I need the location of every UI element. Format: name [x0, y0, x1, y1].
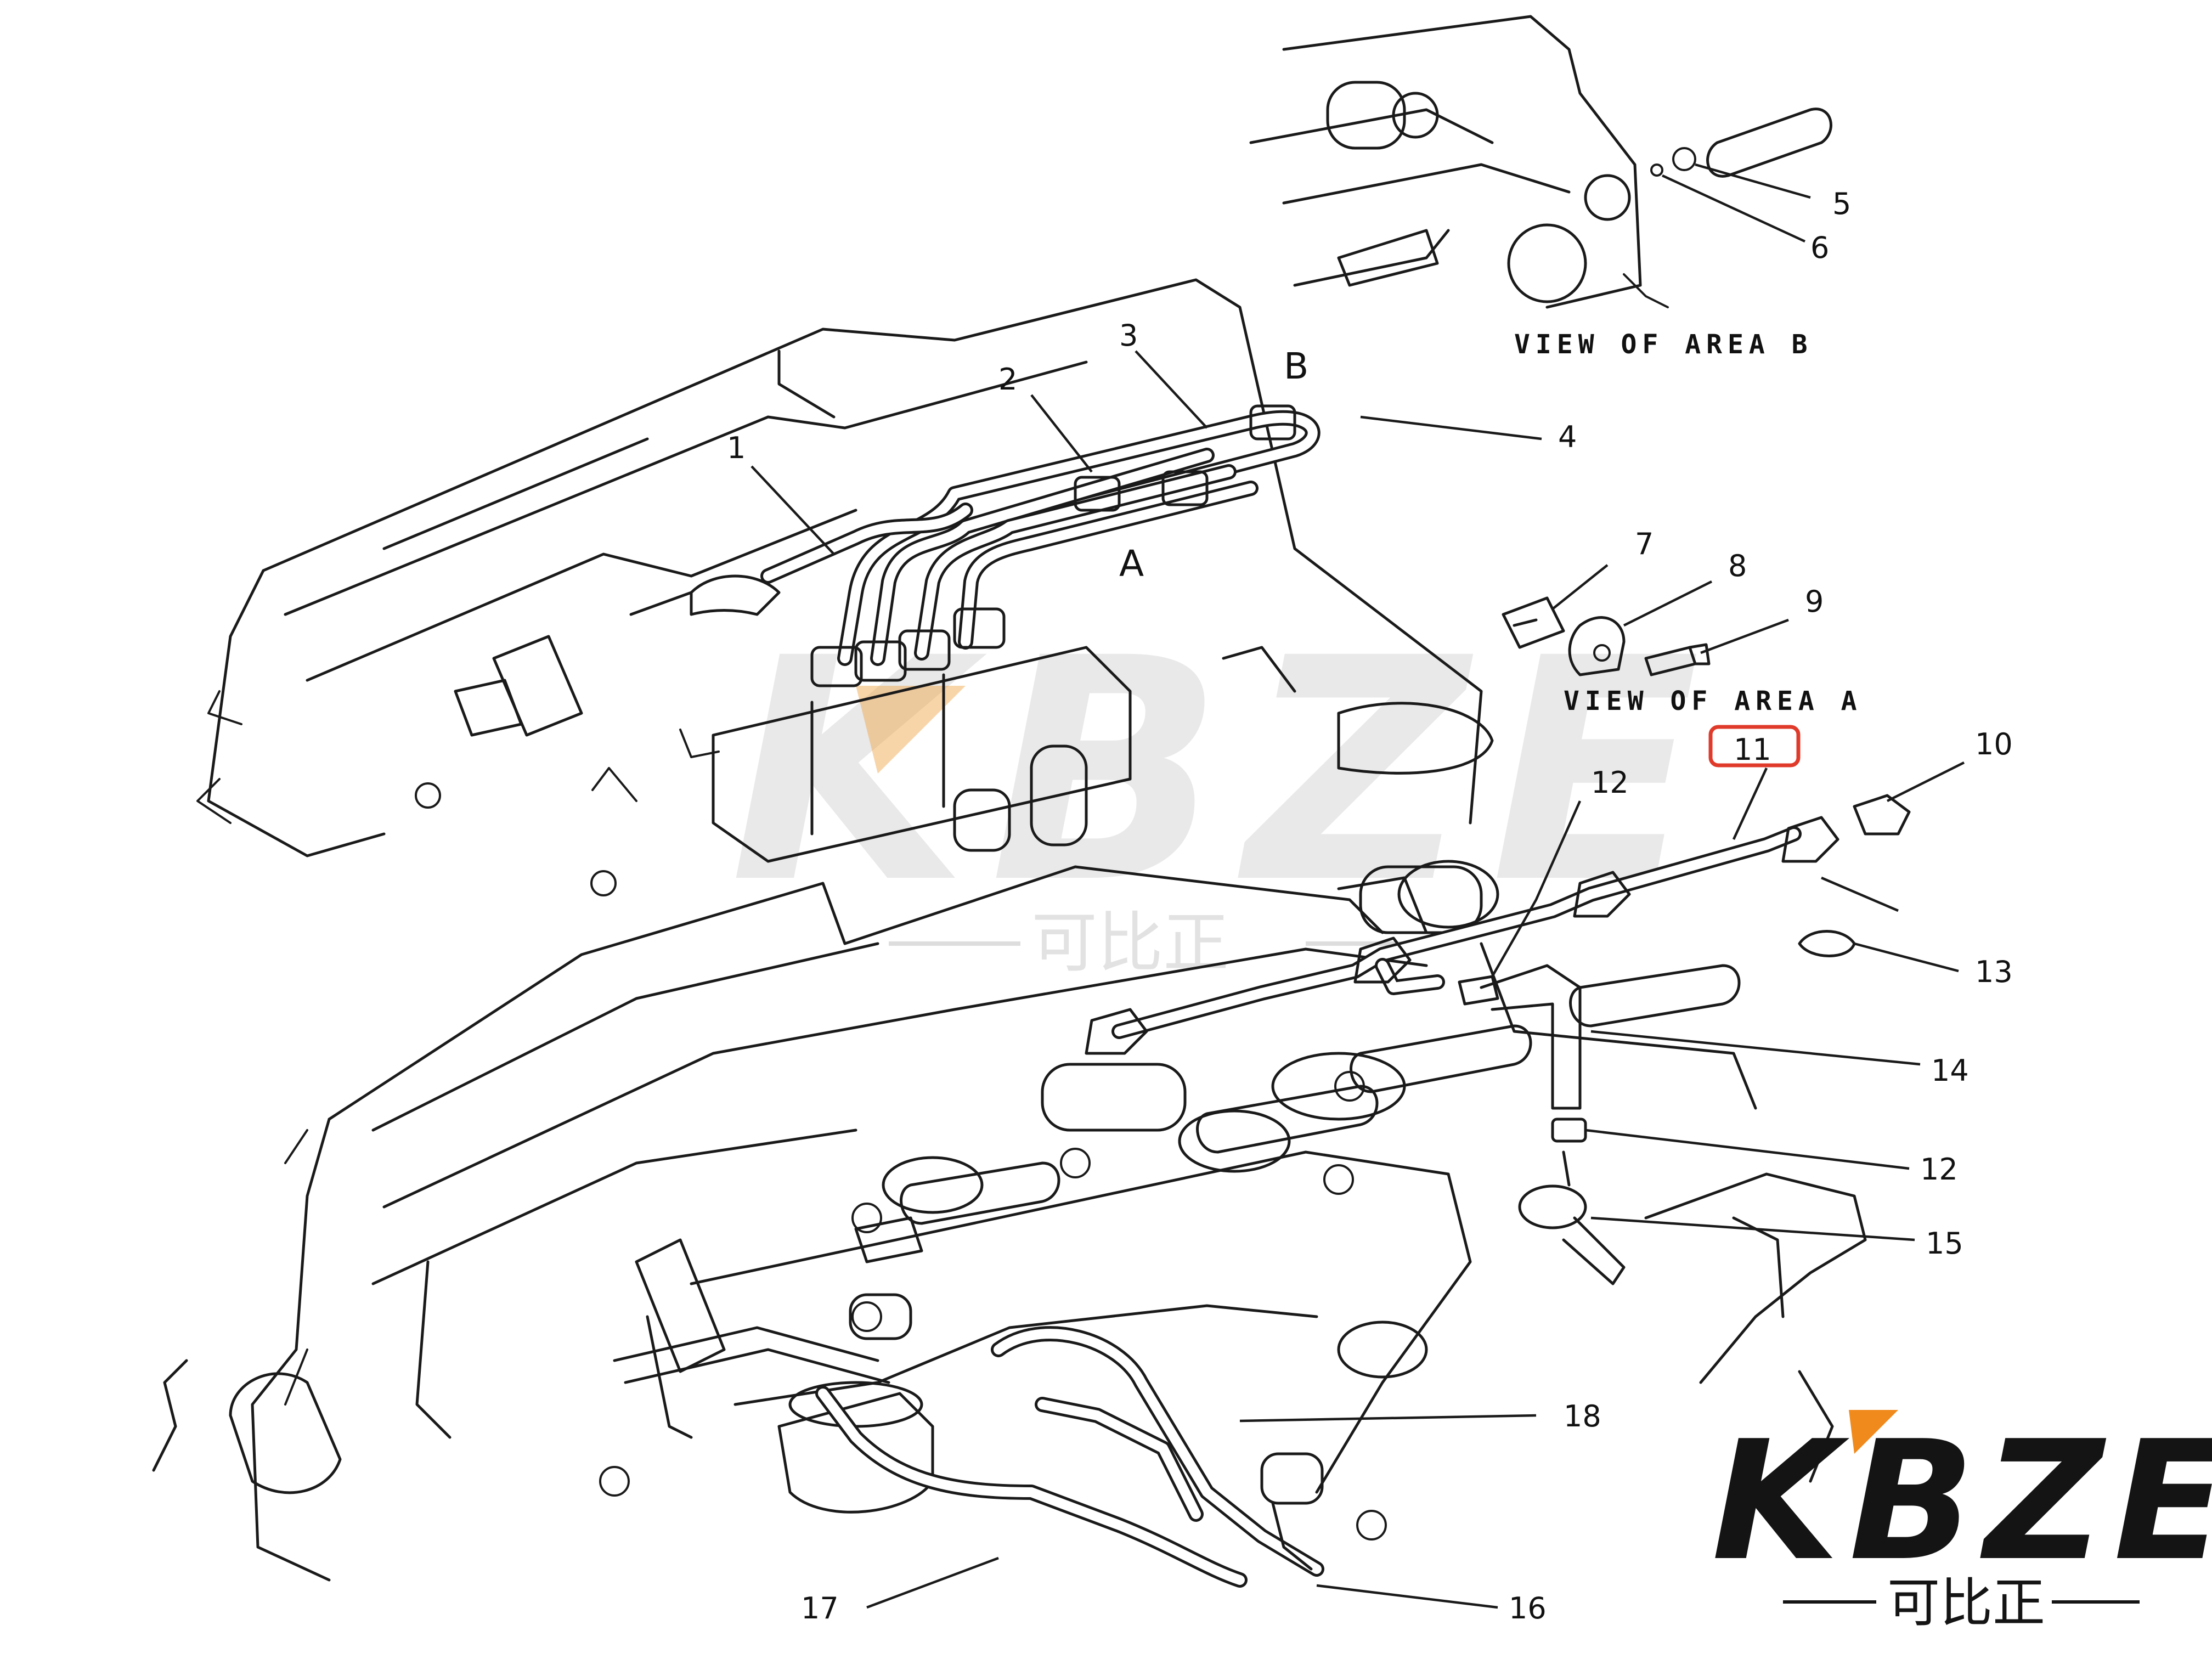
callout-10: 10	[1975, 727, 2013, 761]
callout-18: 18	[1564, 1399, 1601, 1434]
view-of-area-b-label: VIEW OF AREA B	[1514, 329, 1813, 360]
view-area-b-inset	[1249, 15, 1832, 309]
logo-accent	[1849, 1410, 1898, 1454]
callout-3: 3	[1119, 318, 1138, 353]
kbze-logo: KBZE 可比正	[1712, 1406, 2212, 1634]
callout-8: 8	[1728, 549, 1747, 583]
area-a-marker: A	[1119, 543, 1144, 585]
callout-1: 1	[727, 431, 746, 465]
leak-off-pipe	[1085, 794, 1911, 1055]
callout-2: 2	[998, 362, 1017, 397]
area-b-marker: B	[1284, 345, 1308, 387]
callout-7: 7	[1635, 527, 1654, 561]
view-area-a-inset	[1502, 596, 1711, 676]
lower-engine-block	[152, 865, 1867, 1582]
callouts: 1 2 3 4 5 6 7 8 9 10 11 12 12 13 14 15 1…	[727, 187, 2013, 1626]
fuel-filter-assembly	[613, 1293, 1324, 1588]
callout-15: 15	[1926, 1226, 1963, 1261]
logo-brand: KBZE	[1712, 1406, 2212, 1597]
callout-13: 13	[1975, 955, 2013, 989]
watermark: KBZE 可比正	[730, 593, 1722, 981]
leader-lines	[751, 350, 1965, 1609]
callout-4: 4	[1558, 420, 1577, 454]
view-of-area-a-label: VIEW OF AREA A	[1564, 686, 1863, 716]
upper-engine-block	[196, 278, 1499, 934]
callout-17: 17	[801, 1591, 839, 1626]
watermark-brand: KBZE	[730, 593, 1722, 951]
return-hose	[1458, 964, 1626, 1285]
callout-6: 6	[1810, 230, 1829, 265]
callout-12-top: 12	[1591, 765, 1629, 800]
callout-11-highlight	[1708, 725, 1801, 768]
watermark-accent	[856, 686, 966, 774]
callout-9: 9	[1805, 584, 1824, 619]
callout-16: 16	[1509, 1591, 1547, 1626]
callout-14: 14	[1931, 1053, 1969, 1088]
callout-12-bottom: 12	[1920, 1152, 1958, 1187]
logo-sub: 可比正	[1887, 1572, 2045, 1634]
watermark-sub: 可比正	[1031, 905, 1229, 981]
injection-pipes	[629, 404, 1321, 687]
callout-5: 5	[1832, 187, 1851, 221]
callout-11: 11	[1734, 732, 1771, 767]
lower-injectors	[854, 964, 1741, 1263]
